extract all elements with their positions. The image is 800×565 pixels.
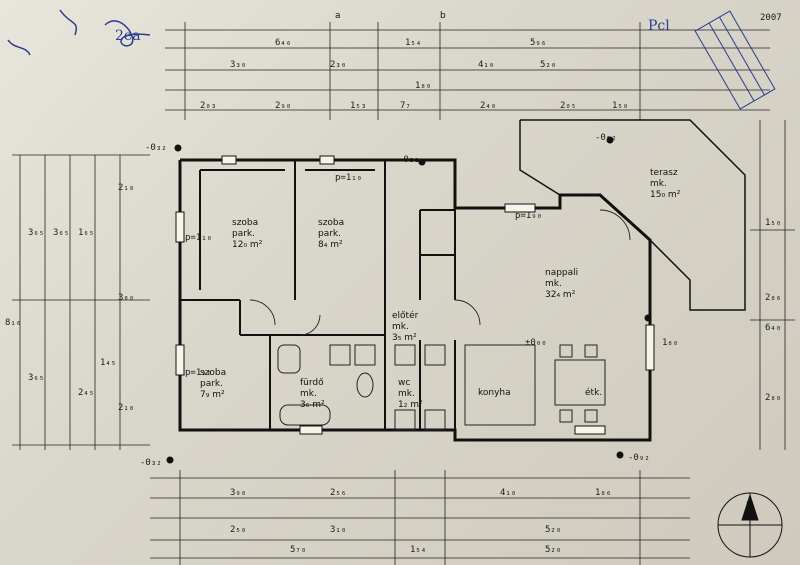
level-label-5: -0₉₂ [628,453,650,463]
dim-right-5: 1₈₀ [662,338,678,348]
left-dimension-lines [12,154,150,450]
room-area-terasz: 15₀ m² [650,190,681,200]
dim-top-13: 2₀₅ [560,101,576,111]
level-label-2: -0₃₂ [398,155,420,165]
windows [175,155,655,435]
dim-top-15: 2₄₀ [480,101,496,111]
room-name-nappali: nappali [545,268,578,278]
dim-bottom-7: 5₂₀ [545,525,561,535]
door-label-szoba-2: p=1₁₀ [335,173,362,183]
dim-top-6: 4₁₀ [478,60,494,70]
stamp-year: 2007 [760,13,782,23]
dim-bottom-2: 2₅₆ [330,488,346,498]
dim-right-4: 2₈₀ [765,393,781,403]
room-floor-wc: mk. [398,389,415,399]
room-name-etk: étk. [585,387,602,398]
ink-note-top-left: 2ea [115,28,141,44]
room-floor-eloter: mk. [392,322,409,332]
room-name-eloter: előtér [392,310,419,321]
dim-top-7: 1₈₀ [415,81,431,91]
dim-top-1: 6₄₆ [275,38,291,48]
dim-left-10: 3₆₅ [28,373,44,383]
dim-left-7: 1₆₅ [78,228,94,238]
room-name-wc: wc [398,378,410,388]
room-floor-nappali: mk. [545,279,562,289]
level-label-4: -0₃₂ [140,458,162,468]
room-name-szoba-3: szoba [200,368,226,378]
dim-bottom-9: 1₅₄ [410,545,426,555]
door-label-nappali: p=1₉₀ [515,211,542,221]
dim-bottom-6: 3₁₀ [330,525,346,535]
dim-bottom-10: 5₂₀ [545,545,561,555]
room-name-terasz: terasz [650,168,678,178]
room-area-wc: 1₂ m² [398,400,423,410]
north-arrow [717,492,783,558]
dim-top-11: 1₅₃ [350,101,366,111]
dim-left-8: 2₄₅ [78,388,94,398]
room-floor-terasz: mk. [650,179,667,189]
dim-top-5: 2₃₀ [330,60,346,70]
room-name-szoba-2: szoba [318,218,344,228]
dim-top-8: 5₂₀ [540,60,556,70]
dim-bottom-8: 5₇₀ [290,545,306,555]
level-label-1: -0₃₂ [145,143,167,153]
bathroom-fixtures [277,344,446,431]
dim-bottom-5: 2₅₀ [230,525,246,535]
ink-note-top-right: Pcl [648,18,670,34]
level-label-6: ±0₀₀ [525,338,547,348]
dim-left-1: 8₁₆ [5,318,21,328]
room-name-konyha: konyha [478,388,511,398]
level-label-3: -0₉₂ [595,133,617,143]
right-dimension-lines [750,120,795,450]
room-area-szoba-3: 7₉ m² [200,390,225,400]
door-label-szoba-3: p=1₉₀ [185,368,212,378]
kitchen-fixtures [464,344,606,426]
room-area-szoba-2: 8₄ m² [318,240,343,250]
dim-top-9: 2₀₃ [200,101,216,111]
dim-left-9: 1₄₅ [100,358,116,368]
dim-top-3: 5₉₆ [530,38,546,48]
door-swings [249,209,631,336]
bottom-dimension-lines [150,470,690,565]
terrace-outline [519,119,746,311]
dim-right-1: 6₄₀ [765,323,781,333]
dim-left-4: 3₈₀ [118,293,134,303]
dim-bottom-1: 3₉₀ [230,488,246,498]
dim-left-3: 3₆₅ [53,228,69,238]
room-floor-szoba-1: park. [232,229,255,239]
section-mark-a: a [335,11,341,21]
room-name-szoba-1: szoba [232,218,258,228]
top-dimension-lines [165,22,770,120]
room-floor-szoba-2: park. [318,229,341,239]
ink-signatures [7,9,151,56]
dim-top-12: 7₇ [400,101,411,111]
dim-right-2: 2₈₆ [765,293,781,303]
room-area-eloter: 3₅ m² [392,333,417,343]
dim-right-3: 1₅₀ [765,218,781,228]
dim-bottom-3: 4₁₀ [500,488,516,498]
dim-left-2: 3₆₅ [28,228,44,238]
dim-left-5: 2₁₈ [118,183,134,193]
door-label-szoba-1: p=1₁₀ [185,233,212,243]
dim-top-4: 3₃₀ [230,60,246,70]
dim-bottom-4: 1₈₆ [595,488,611,498]
dim-top-14: 1₅₀ [612,101,628,111]
room-name-furdo: fürdő [300,378,324,388]
north-label: N [746,501,753,511]
dim-top-2: 1₅₄ [405,38,421,48]
room-area-furdo: 3₆ m² [300,400,325,410]
dim-left-6: 2₁₈ [118,403,134,413]
room-floor-szoba-3: park. [200,379,223,389]
section-mark-b: b [440,11,446,21]
room-area-szoba-1: 12₀ m² [232,240,263,250]
dim-top-10: 2₉₀ [275,101,291,111]
level-markers [166,136,652,464]
room-floor-furdo: mk. [300,389,317,399]
approval-stamp [694,10,776,110]
interior-walls [180,160,456,430]
room-area-nappali: 32₄ m² [545,290,576,300]
